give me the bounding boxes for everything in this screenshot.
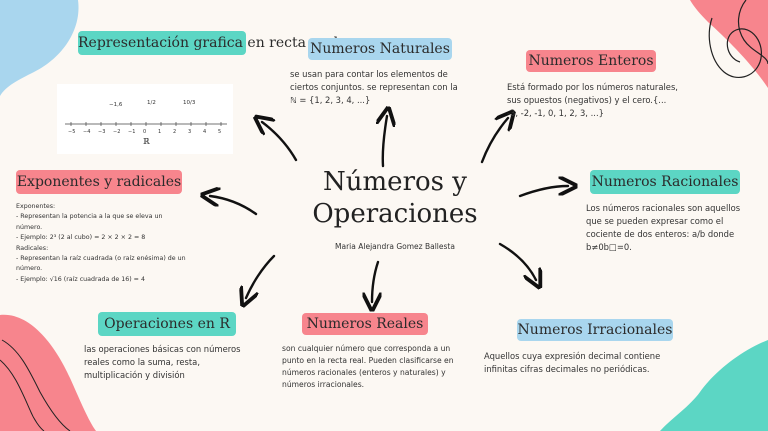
reals-symbol: ℝ: [143, 137, 150, 146]
mark-label-ten-thirds: 10/3: [183, 100, 196, 106]
mark-label-half: 1/2: [147, 100, 156, 106]
number-line-tick-label: −4: [83, 129, 90, 135]
node-title-irracionales: Numeros Irracionales: [517, 319, 673, 341]
number-line-image: −5 −4 −3 −2 −1 0 1 2 3 4 5 −1,6 1/2 10/3 ℝ: [57, 84, 233, 154]
node-title-racionales: Numeros Racionales: [590, 170, 740, 194]
arrow-to-racionales: [518, 186, 568, 198]
pink-blob-bottom-left: [0, 314, 96, 431]
green-blob-bottom-right: [660, 340, 768, 431]
node-text-operaciones: las operaciones básicas con números real…: [84, 344, 241, 380]
author-name: Maria Alejandra Gomez Ballesta: [335, 242, 455, 251]
number-line-figure: −5 −4 −3 −2 −1 0 1 2 3 4 5 −1,6 1/2 10/3 ℝ: [65, 100, 227, 146]
node-text-irracionales: Aquellos cuya expresión decimal contiene…: [484, 351, 661, 374]
pink-blob-top-right: [690, 0, 768, 88]
node-title-enteros: Numeros Enteros: [526, 50, 656, 72]
number-line-tick-label: −2: [113, 129, 120, 135]
arrow-to-representacion: [262, 122, 298, 162]
number-line-tick-label: −3: [98, 129, 105, 135]
arrow-to-enteros: [480, 118, 508, 164]
arrow-to-operaciones: [246, 254, 276, 298]
number-line-tick-label: 5: [218, 129, 221, 135]
arrow-to-exponentes: [210, 196, 258, 216]
scribble-bottom-left: [1, 339, 71, 431]
central-title: Números y Operaciones: [312, 167, 478, 229]
node-title-reales: Numeros Reales: [302, 313, 428, 335]
number-line-tick-label: 0: [143, 129, 146, 135]
node-title-operaciones: Operaciones en R: [98, 312, 236, 336]
node-title-representacion: Representación grafica en recta real: [78, 31, 338, 55]
node-text-exponentes: Exponentes: - Representan la potencia a …: [16, 203, 186, 283]
number-line-tick-label: 2: [173, 129, 176, 135]
node-title-exponentes: Exponentes y radicales: [16, 170, 182, 194]
mark-label-neg16: −1,6: [109, 102, 123, 108]
node-title-naturales: Numeros Naturales: [308, 38, 452, 60]
number-line-tick-label: −1: [128, 129, 135, 135]
number-line-ticks: −5 −4 −3 −2 −1 0 1 2 3 4 5: [68, 122, 222, 135]
node-text-reales: son cualquier número que corresponda a u…: [282, 344, 454, 389]
number-line-tick-label: −5: [68, 129, 75, 135]
node-text-naturales: se usan para contar los elementos de cie…: [290, 69, 458, 105]
arrow-to-naturales: [383, 116, 387, 168]
arrow-to-irracionales: [498, 242, 536, 280]
scribble-top-right: [737, 0, 768, 65]
node-text-enteros: Está formado por los números naturales, …: [507, 82, 678, 118]
arrow-to-reales: [372, 260, 378, 302]
blue-blob-top-left: [0, 0, 79, 96]
node-text-racionales: Los números racionales son aquellos que …: [586, 203, 741, 252]
number-line-tick-label: 3: [188, 129, 191, 135]
number-line-tick-label: 4: [203, 129, 206, 135]
number-line-tick-label: 1: [158, 129, 161, 135]
